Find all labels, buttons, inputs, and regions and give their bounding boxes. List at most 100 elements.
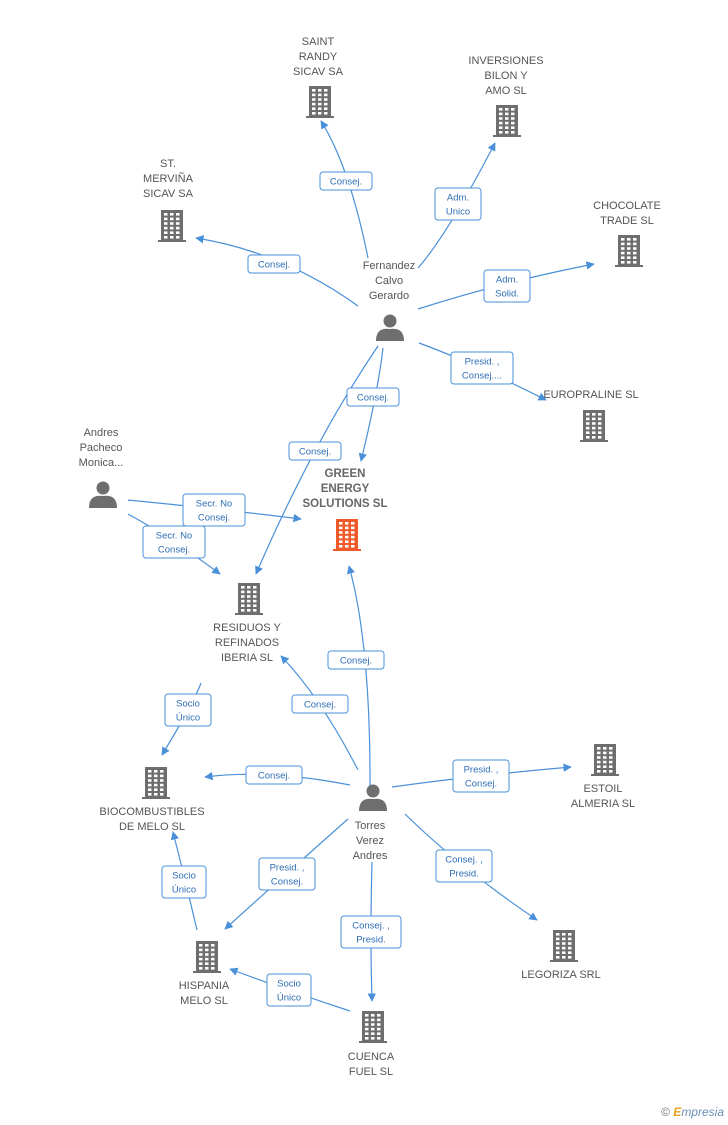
edge-label-text: Presid. , bbox=[464, 765, 499, 776]
node-label-line: RESIDUOS Y bbox=[213, 622, 281, 634]
node-label-line: TRADE SL bbox=[600, 215, 654, 227]
building-icon bbox=[359, 1011, 387, 1043]
node-label-line: SICAV SA bbox=[143, 188, 194, 200]
edge-label-torres-to-green_energy[interactable]: Consej. bbox=[327, 650, 385, 670]
node-label-line: LEGORIZA SRL bbox=[521, 969, 600, 981]
node-andres[interactable]: AndresPachecoMonica... bbox=[79, 427, 124, 508]
edge-label-fernandez-to-chocolate_trade[interactable]: Adm. Solid. bbox=[483, 269, 531, 303]
edge-label-text: Consej. bbox=[357, 393, 389, 404]
edge-label-text: Adm. bbox=[496, 275, 518, 286]
building-icon bbox=[493, 105, 521, 137]
node-label-line: CUENCA bbox=[348, 1051, 395, 1063]
person-icon bbox=[359, 784, 387, 811]
edge-label-text: Socio bbox=[277, 979, 301, 990]
node-label-line: RANDY bbox=[299, 51, 338, 63]
edge-label-fernandez-to-europraline[interactable]: Presid. , Consej.... bbox=[450, 351, 514, 385]
building-icon bbox=[591, 744, 619, 776]
node-label-line: INVERSIONES bbox=[468, 55, 543, 67]
edge-label-fernandez-to-green_energy[interactable]: Consej. bbox=[346, 387, 400, 407]
edge-label-text: Consej. bbox=[258, 260, 290, 271]
brand-initial: E bbox=[673, 1105, 682, 1119]
node-label-line: ST. bbox=[160, 158, 176, 170]
edge-label-text: Consej. bbox=[330, 177, 362, 188]
edge-label-text: Presid. , bbox=[270, 863, 305, 874]
edge-label-text: Adm. bbox=[447, 193, 469, 204]
edge-label-torres-to-legoriza[interactable]: Consej. ,Presid. bbox=[435, 849, 493, 883]
node-label-line: MELO SL bbox=[180, 995, 228, 1007]
node-label-line: ENERGY bbox=[321, 483, 370, 495]
edge-label-fernandez-to-inversiones_bilon[interactable]: Adm.Unico bbox=[434, 187, 482, 221]
building-icon bbox=[142, 767, 170, 799]
edge-label-torres-to-residuos[interactable]: Consej. bbox=[291, 694, 349, 714]
node-label-line: Torres bbox=[355, 820, 386, 832]
node-label-line: Andres bbox=[353, 850, 388, 862]
edge-label-fernandez-to-saint_randy[interactable]: Consej. bbox=[319, 171, 373, 191]
node-label-line: CHOCOLATE bbox=[593, 200, 661, 212]
node-saint_randy[interactable]: SAINT RANDY SICAV SA bbox=[293, 36, 344, 118]
edge-label-torres-to-biocombustibles[interactable]: Consej. bbox=[245, 765, 303, 785]
brand-footer: © Empresia bbox=[661, 1105, 724, 1119]
node-label-line: SICAV SA bbox=[293, 66, 344, 78]
node-label-line: MERVIÑA bbox=[143, 172, 194, 185]
node-legoriza[interactable]: LEGORIZA SRL bbox=[521, 930, 601, 981]
edge-label-text: Presid. bbox=[356, 935, 386, 946]
person-icon bbox=[89, 481, 117, 508]
building-icon bbox=[193, 941, 221, 973]
edge-label-text: Solid. bbox=[495, 289, 519, 300]
edge-torres-to-green_energy bbox=[346, 565, 371, 788]
node-chocolate_trade[interactable]: CHOCOLATE TRADE SL bbox=[593, 200, 661, 267]
node-label-line: Pacheco bbox=[80, 442, 123, 454]
node-label-line: BILON Y bbox=[484, 70, 528, 82]
edge-label-text: Consej.... bbox=[462, 371, 502, 382]
edge-label-text: Único bbox=[172, 885, 196, 896]
edge-label-text: Consej. bbox=[304, 700, 336, 711]
edge-label-text: Consej. bbox=[258, 771, 290, 782]
edge-label-text: Presid. , bbox=[465, 357, 500, 368]
node-label-line: GREEN bbox=[325, 468, 366, 480]
node-hispania[interactable]: HISPANIA MELO SL bbox=[179, 941, 230, 1007]
node-label-line: BIOCOMBUSTIBLES bbox=[99, 806, 204, 818]
edge-label-text: Consej. bbox=[299, 447, 331, 458]
edge-label-fernandez-to-st_mervina[interactable]: Consej. bbox=[247, 254, 301, 274]
building-icon bbox=[550, 930, 578, 962]
edge-label-andres-to-green_energy[interactable]: Secr. No Consej. bbox=[182, 493, 246, 527]
edge-label-text: Socio bbox=[172, 871, 196, 882]
building-icon bbox=[235, 583, 263, 615]
edge-label-fernandez-to-residuos[interactable]: Consej. bbox=[288, 441, 342, 461]
node-biocombustibles[interactable]: BIOCOMBUSTIBLES DE MELO SL bbox=[99, 767, 205, 833]
node-europraline[interactable]: EUROPRALINE SL bbox=[543, 389, 639, 442]
edge-label-text: Consej. , bbox=[352, 921, 390, 932]
node-label-line: DE MELO SL bbox=[119, 821, 185, 833]
edge-label-text: Consej. bbox=[198, 513, 230, 524]
node-green_energy[interactable]: GREEN ENERGY SOLUTIONS SL bbox=[303, 468, 388, 551]
edge-label-text: Consej. bbox=[340, 656, 372, 667]
edge-label-torres-to-estoil[interactable]: Presid. ,Consej. bbox=[452, 759, 510, 793]
edge-label-text: Presid. bbox=[449, 869, 479, 880]
node-label-line: SAINT bbox=[302, 36, 335, 48]
edge-label-text: Único bbox=[176, 713, 200, 724]
edge-label-torres-to-hispania[interactable]: Presid. ,Consej. bbox=[258, 857, 316, 891]
brand-name: mpresia bbox=[681, 1105, 724, 1119]
edge-label-text: Secr. No bbox=[196, 499, 232, 510]
copyright-symbol: © bbox=[661, 1105, 670, 1119]
building-icon bbox=[158, 210, 186, 242]
node-st_mervina[interactable]: ST. MERVIÑA SICAV SA bbox=[143, 158, 194, 242]
node-label-line: Calvo bbox=[375, 275, 403, 287]
node-label-line: HISPANIA bbox=[179, 980, 230, 992]
node-label-line: SOLUTIONS SL bbox=[303, 498, 388, 510]
edge-label-text: Único bbox=[277, 993, 301, 1004]
edge-label-torres-to-cuenca[interactable]: Consej. , Presid. bbox=[340, 915, 402, 949]
node-label-line: ALMERIA SL bbox=[571, 798, 635, 810]
